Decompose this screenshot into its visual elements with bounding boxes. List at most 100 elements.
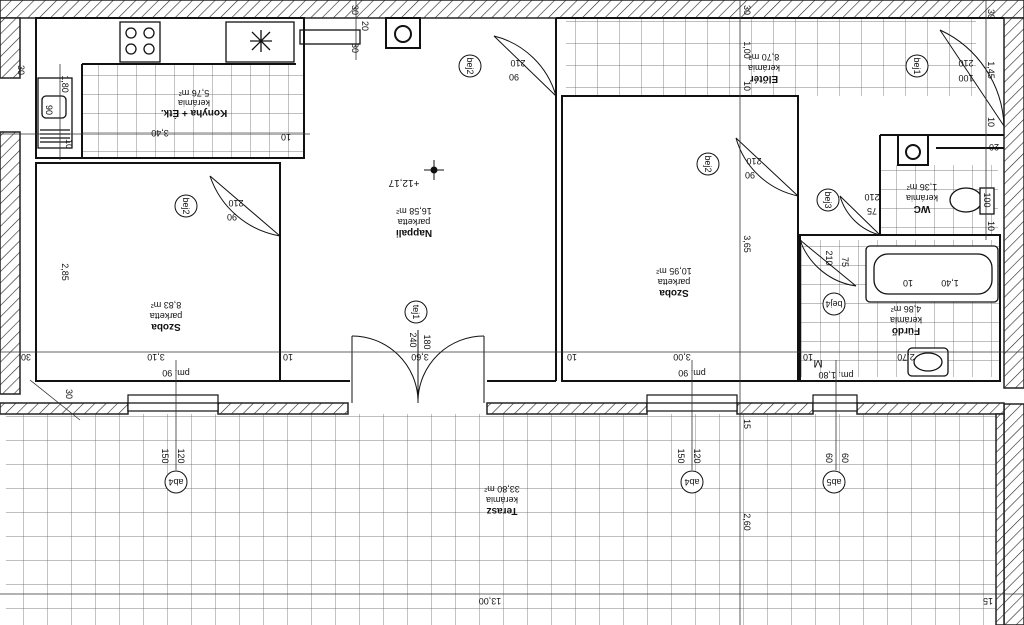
windows: [127, 394, 858, 412]
wc-name: WC: [914, 203, 931, 214]
kitchen-floor: kerámia: [178, 98, 210, 108]
dim-label: 120: [176, 448, 186, 463]
dim-label: 10: [986, 117, 996, 127]
window-tag: ab4: [168, 477, 183, 487]
dim-label: 100: [982, 192, 992, 207]
door-tag: bej2: [465, 57, 475, 74]
door-tag: tej1: [411, 305, 421, 320]
room-right-name: Szoba: [659, 287, 689, 298]
dim-label: 13,00: [479, 596, 502, 606]
dim-label: 210: [958, 58, 973, 68]
dim-label: 180: [422, 334, 432, 349]
door-swings: [209, 29, 1005, 403]
kitchen-area: 5,76 m²: [179, 88, 210, 98]
door-tag: bej2: [703, 155, 713, 172]
room-labels: Konyha + Étk. kerámia 5,76 m² Nappali pa…: [150, 52, 938, 516]
dim-label: 100: [958, 73, 973, 83]
kitchen-tile-floor: [82, 64, 304, 157]
terrace-floor: kerámia: [486, 495, 518, 505]
dim-label: pm. 1,80: [818, 370, 853, 380]
elevation-label: +12,17: [388, 177, 419, 188]
dim-label: 10: [64, 139, 74, 149]
wc-floor: kerámia: [906, 193, 938, 203]
dim-label: pm. 90: [678, 368, 706, 378]
dim-label: M: [813, 357, 822, 369]
dim-label: 15: [742, 419, 752, 429]
terrace-tile-floor: [6, 414, 996, 625]
dim-label: 210: [510, 58, 525, 68]
bath-area: 4,86 m²: [891, 304, 922, 314]
dim-label: 210: [228, 198, 243, 208]
dim-label: 3,00: [673, 352, 691, 362]
living-name: Nappali: [396, 227, 432, 238]
hall-tile-floor: [566, 18, 976, 96]
dim-label: 60: [840, 453, 850, 463]
dim-label: 10: [903, 278, 913, 288]
room-right-floor: parketta: [658, 277, 691, 287]
dim-label: 1,45: [986, 61, 996, 79]
dim-label: 75: [840, 257, 850, 267]
dim-label: 240: [408, 332, 418, 347]
window-tag: ab5: [826, 477, 841, 487]
dim-label: 210: [864, 192, 879, 202]
dim-label: 90: [745, 170, 755, 180]
dim-label: 30: [21, 352, 31, 362]
dim-label: 150: [676, 448, 686, 463]
room-left-floor: parketta: [150, 311, 183, 321]
dim-label: 2,70: [897, 352, 915, 362]
dim-label: 210: [746, 156, 761, 166]
dim-label: 60: [824, 453, 834, 463]
wc-area: 1,36 m²: [907, 182, 938, 192]
dim-label: 210: [824, 250, 834, 265]
dim-label: 1,80: [60, 75, 70, 93]
bath-name: Fürdő: [892, 325, 920, 336]
dim-label: 2,60: [742, 513, 752, 531]
kitchen-fixtures: [37, 21, 361, 149]
dimension-labels: 30 1,80 90 3,40 10 10 30 20 30 210 90 30…: [16, 5, 999, 606]
dim-label: 30: [350, 5, 360, 15]
dim-label: 75: [867, 206, 877, 216]
room-left-area: 8,83 m²: [151, 300, 182, 310]
dim-label: 30: [16, 65, 26, 75]
window-tag: ab4: [684, 477, 699, 487]
dim-label: 90: [509, 72, 519, 82]
dim-label: 15: [983, 596, 993, 606]
dim-label: 3,65: [742, 235, 752, 253]
terrace-name: Terasz: [487, 505, 518, 516]
room-left-name: Szoba: [151, 321, 181, 332]
dim-label: 10: [742, 81, 752, 91]
hall-floor: kerámia: [748, 63, 780, 73]
dim-label: 120: [692, 448, 702, 463]
dim-label: 90: [44, 105, 54, 115]
dim-label: 30: [64, 389, 74, 399]
room-right-area: 10,95 m²: [656, 266, 692, 276]
dim-label: 10: [986, 221, 996, 231]
dim-label: 1,40: [941, 278, 959, 288]
dim-label: 20: [360, 21, 370, 31]
door-tag: bej1: [912, 57, 922, 74]
dim-label: 10: [803, 352, 813, 362]
dim-label: 1,00: [742, 41, 752, 59]
dim-label: 3,60: [411, 352, 429, 362]
tag-circles: [164, 54, 929, 494]
hall-area: 8,70 m²: [749, 52, 780, 62]
hall-name: Előtér: [750, 73, 778, 84]
living-floor: parketta: [398, 217, 431, 227]
dim-label: 150: [160, 448, 170, 463]
dim-label: 3,40: [151, 128, 169, 138]
dim-label: 20: [989, 142, 999, 152]
tag-labels: bej1 bej2 bej2 bej2 bej3 bej4 tej1 ab4 a…: [168, 57, 922, 487]
dim-label: 10: [281, 132, 291, 142]
dim-label: 2,85: [60, 263, 70, 281]
living-area: 16,58 m²: [396, 206, 432, 216]
dim-label: 10: [283, 352, 293, 362]
dim-label: pm. 90: [162, 368, 190, 378]
dim-label: 90: [227, 212, 237, 222]
dim-label: 30: [986, 9, 996, 19]
dim-label: 30: [742, 5, 752, 15]
partitions: [35, 17, 1004, 382]
elevation-marker: [424, 160, 444, 180]
